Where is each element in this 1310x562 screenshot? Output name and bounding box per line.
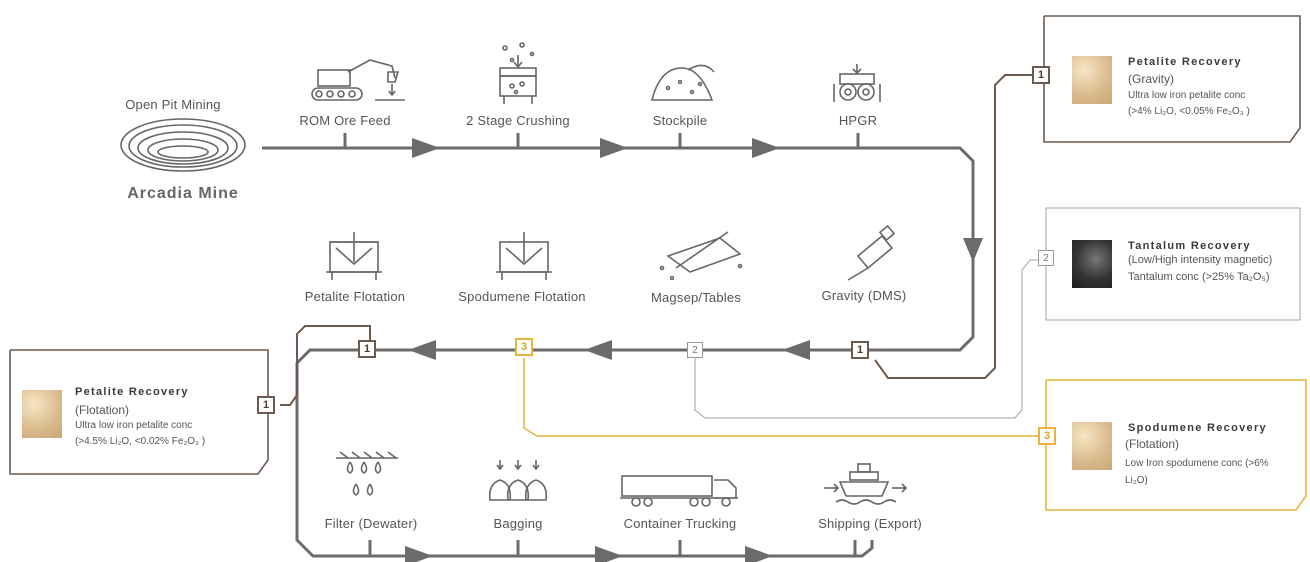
card-frame-petalite-flotation	[9, 349, 269, 475]
truck-icon	[620, 475, 738, 507]
card-frame-tantalum	[1045, 207, 1301, 321]
card-line2: (>4% Li₂O, <0.05% Fe₂O₃ )	[1128, 106, 1250, 117]
card-method: (Low/High intensity magnetic)	[1128, 254, 1273, 266]
stockpile-label: Stockpile	[652, 113, 708, 128]
shipping-export-label: Shipping (Export)	[818, 516, 922, 531]
card-spodumene: Spodumene Recovery (Flotation) Low Iron …	[1070, 420, 1302, 490]
badge-3-spodumene: 3	[1038, 427, 1056, 445]
spodumene-flotation-label: Spodumene Flotation	[458, 289, 586, 304]
open-pit-icon	[120, 118, 246, 172]
flotation-cell-icon-spodumene	[496, 232, 552, 280]
badge-2-magsep-split: 2	[687, 342, 703, 358]
two-stage-crushing-label: 2 Stage Crushing	[466, 113, 570, 128]
card-title: Tantalum Recovery	[1128, 240, 1251, 252]
branch-line-petalite-gravity	[874, 74, 1040, 379]
excavator-icon	[311, 59, 405, 101]
card-line1: Ultra low iron petalite conc	[1128, 90, 1246, 101]
tantalum-sample-image	[1072, 240, 1112, 288]
spodumene-sample-image	[1072, 422, 1112, 470]
card-method: (Flotation)	[75, 403, 130, 417]
container-trucking-label: Container Trucking	[623, 516, 737, 531]
petalite-sample-image	[1072, 56, 1112, 104]
card-title: Spodumene Recovery	[1128, 422, 1267, 434]
branch-line-petalite-flotation	[280, 325, 371, 406]
badge-2-tantalum: 2	[1038, 250, 1054, 266]
card-line1: Tantalum conc (>25% Ta₂O₅)	[1128, 271, 1270, 283]
badge-3-spodumene-split: 3	[515, 338, 533, 356]
ship-icon	[824, 463, 908, 505]
badge-1-petalite-flotation: 1	[257, 396, 275, 414]
card-title: Petalite Recovery	[75, 386, 189, 398]
petalite-flotation-sample-image	[22, 390, 62, 438]
card-frame-spodumene	[1045, 379, 1307, 511]
petalite-flotation-label: Petalite Flotation	[304, 289, 406, 304]
branch-line-tantalum	[694, 259, 1043, 419]
filter-icon	[336, 451, 398, 496]
card-line1: Ultra low iron petalite conc	[75, 420, 193, 431]
card-method: (Flotation)	[1125, 437, 1180, 451]
card-petalite-flotation: Petalite Recovery (Flotation) Ultra low …	[20, 386, 250, 456]
shaking-table-icon	[659, 231, 743, 281]
card-line2: Li₂O)	[1125, 475, 1148, 486]
open-pit-mining-label: Open Pit Mining	[125, 97, 221, 112]
hpgr-rollers-icon	[833, 64, 881, 102]
card-petalite-gravity-body: Petalite Recovery (Gravity) Ultra low ir…	[1070, 56, 1290, 136]
rom-ore-feed-label: ROM Ore Feed	[299, 113, 391, 128]
card-frame-petalite-gravity	[1043, 15, 1301, 143]
bagging-label: Bagging	[493, 516, 543, 531]
branch-line-spodumene	[523, 358, 1038, 437]
gravity-dms-label: Gravity (DMS)	[821, 288, 907, 303]
badge-1-petalite-gravity: 1	[1032, 66, 1050, 84]
magsep-tables-label: Magsep/Tables	[650, 290, 742, 305]
card-title: Petalite Recovery	[1128, 56, 1242, 68]
bags-icon	[488, 460, 548, 501]
flow-arrowheads	[405, 138, 983, 562]
filter-dewater-label: Filter (Dewater)	[324, 516, 418, 531]
flotation-cell-icon-petalite	[326, 232, 382, 280]
crusher-icon	[499, 42, 537, 104]
mine-name: Arcadia Mine	[127, 185, 239, 202]
badge-1-petalite-split: 1	[358, 340, 376, 358]
card-line2: (>4.5% Li₂O, <0.02% Fe₂O₃ )	[75, 436, 206, 447]
main-flow-line	[262, 133, 975, 558]
card-line1: Low Iron spodumene conc (>6%	[1125, 458, 1269, 469]
cyclone-icon	[847, 224, 896, 281]
card-method: (Gravity)	[1128, 72, 1174, 86]
hpgr-label: HPGR	[838, 113, 878, 128]
stockpile-icon	[650, 64, 715, 101]
card-tantalum: Tantalum Recovery (Low/High intensity ma…	[1070, 240, 1296, 290]
badge-1-gravity-split: 1	[851, 341, 869, 359]
